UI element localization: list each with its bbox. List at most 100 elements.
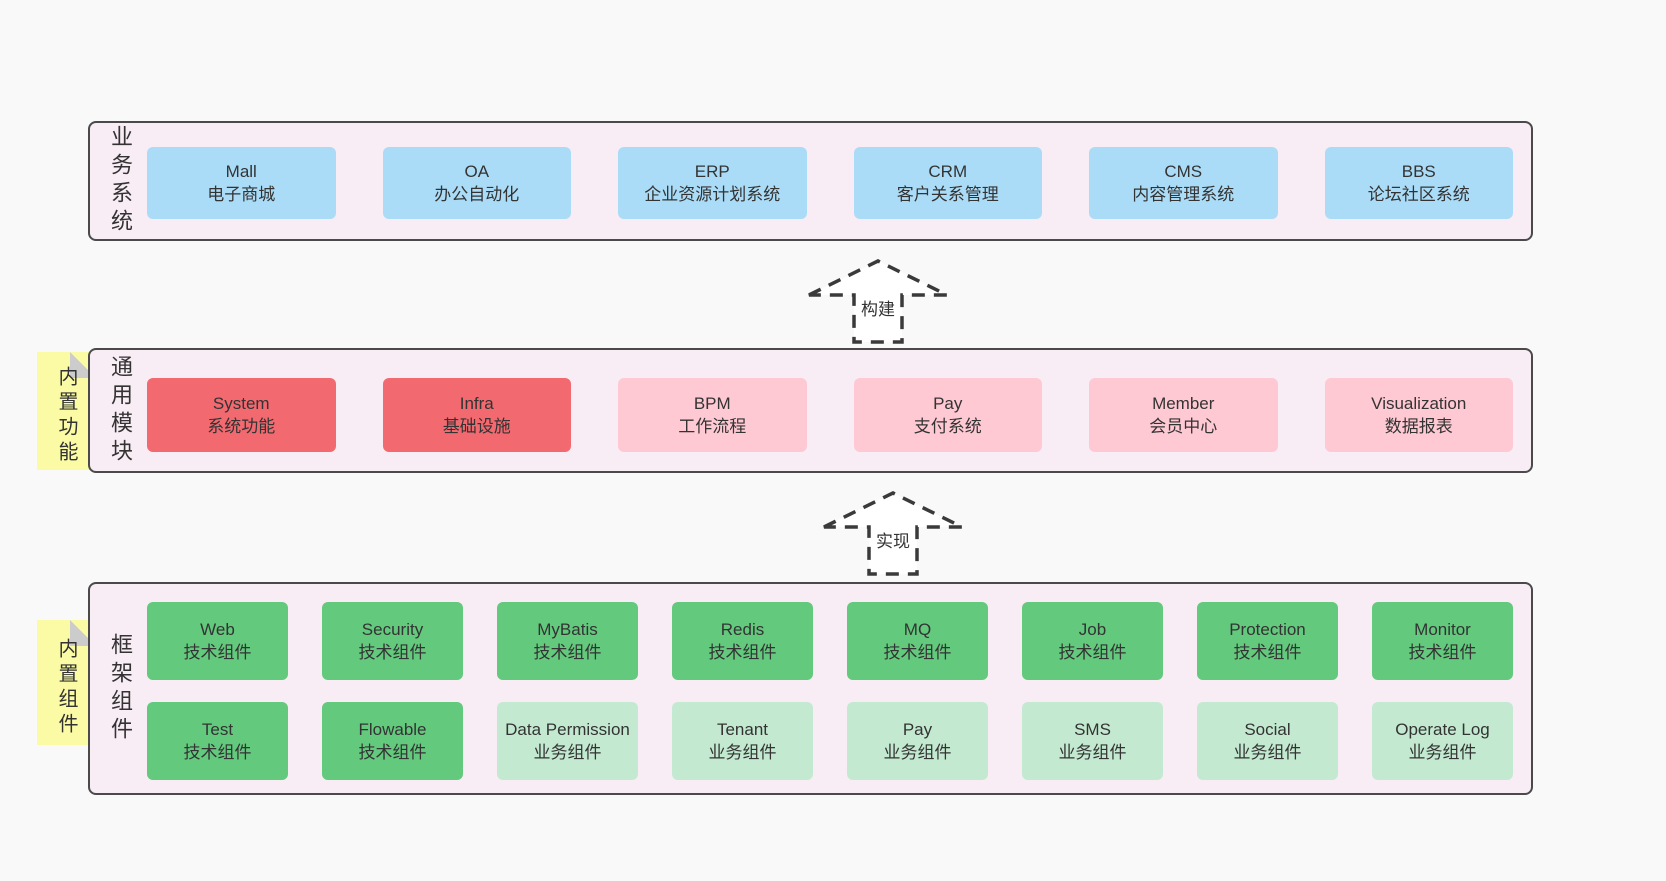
box-job: Job 技术组件 [1022, 602, 1163, 680]
box-subtitle: 技术组件 [708, 643, 777, 662]
box-name: Test [201, 719, 234, 739]
box-flowable: Flowable 技术组件 [322, 702, 463, 780]
box-subtitle: 技术组件 [1408, 643, 1477, 662]
box-subtitle: 业务组件 [1408, 743, 1477, 762]
arrow-build-label: 构建 [858, 295, 898, 320]
box-social: Social 业务组件 [1197, 702, 1338, 780]
box-bbs: BBS 论坛社区系统 [1324, 147, 1513, 219]
note-builtin-features: 内置功能 [37, 352, 96, 470]
box-subtitle: 业务组件 [708, 743, 777, 762]
box-subtitle: 客户关系管理 [896, 185, 999, 204]
layer-components-label: 框架组件 [108, 632, 133, 745]
box-name: Monitor [1414, 619, 1471, 639]
box-subtitle: 数据报表 [1384, 417, 1453, 436]
box-name: Flowable [358, 719, 427, 739]
box-pay-component: Pay 业务组件 [847, 702, 988, 780]
box-name: BBS [1401, 161, 1436, 181]
components-row-1: Web 技术组件 Security 技术组件 MyBatis 技术组件 Redi… [147, 602, 1513, 680]
box-name: CMS [1164, 161, 1203, 181]
box-subtitle: 业务组件 [1058, 743, 1127, 762]
box-mq: MQ 技术组件 [847, 602, 988, 680]
box-test: Test 技术组件 [147, 702, 288, 780]
box-subtitle: 技术组件 [358, 743, 427, 762]
box-name: Infra [459, 393, 494, 413]
box-name: Social [1244, 719, 1291, 739]
box-crm: CRM 客户关系管理 [853, 147, 1042, 219]
box-name: OA [464, 161, 490, 181]
box-mall: Mall 电子商城 [147, 147, 336, 219]
box-subtitle: 技术组件 [1058, 643, 1127, 662]
box-cms: CMS 内容管理系统 [1089, 147, 1278, 219]
box-subtitle: 业务组件 [1233, 743, 1302, 762]
box-name: Protection [1229, 619, 1306, 639]
box-name: MQ [903, 619, 932, 639]
box-subtitle: 电子商城 [207, 185, 276, 204]
box-name: Member [1152, 393, 1215, 413]
box-member: Member 会员中心 [1089, 378, 1278, 452]
box-subtitle: 技术组件 [358, 643, 427, 662]
box-visualization: Visualization 数据报表 [1324, 378, 1513, 452]
box-name: Security [361, 619, 424, 639]
components-row-2: Test 技术组件 Flowable 技术组件 Data Permission … [147, 702, 1513, 780]
modules-boxes-row: System 系统功能 Infra 基础设施 BPM 工作流程 Pay 支付系统… [147, 378, 1513, 452]
box-bpm: BPM 工作流程 [618, 378, 807, 452]
box-subtitle: 技术组件 [183, 743, 252, 762]
box-name: ERP [694, 161, 730, 181]
layer-framework-components: 框架组件 Web 技术组件 Security 技术组件 MyBatis 技术组件… [88, 582, 1533, 795]
box-subtitle: 会员中心 [1149, 417, 1218, 436]
box-name: SMS [1074, 719, 1111, 739]
box-name: Pay [902, 719, 933, 739]
box-name: BPM [693, 393, 731, 413]
box-subtitle: 内容管理系统 [1132, 185, 1235, 204]
box-infra: Infra 基础设施 [382, 378, 571, 452]
box-subtitle: 支付系统 [913, 417, 982, 436]
layer-business-label: 业务系统 [108, 125, 133, 237]
box-subtitle: 工作流程 [678, 417, 747, 436]
box-subtitle: 技术组件 [883, 643, 952, 662]
box-subtitle: 业务组件 [533, 743, 602, 762]
box-sms: SMS 业务组件 [1022, 702, 1163, 780]
box-subtitle: 办公自动化 [434, 185, 520, 204]
box-web: Web 技术组件 [147, 602, 288, 680]
note-builtin-features-label: 内置功能 [55, 365, 77, 466]
box-subtitle: 系统功能 [207, 417, 276, 436]
box-subtitle: 技术组件 [1233, 643, 1302, 662]
box-name: Tenant [716, 719, 769, 739]
box-protection: Protection 技术组件 [1197, 602, 1338, 680]
box-monitor: Monitor 技术组件 [1372, 602, 1513, 680]
arrow-implement-label: 实现 [873, 527, 913, 552]
box-mybatis: MyBatis 技术组件 [497, 602, 638, 680]
note-builtin-components-label: 内置组件 [55, 637, 77, 738]
box-tenant: Tenant 业务组件 [672, 702, 813, 780]
box-name: Redis [720, 619, 765, 639]
box-subtitle: 业务组件 [883, 743, 952, 762]
box-subtitle: 企业资源计划系统 [644, 185, 781, 204]
box-name: Visualization [1371, 393, 1467, 413]
box-erp: ERP 企业资源计划系统 [618, 147, 807, 219]
box-security: Security 技术组件 [322, 602, 463, 680]
box-name: Job [1078, 619, 1107, 639]
box-name: Data Permission [505, 719, 630, 739]
layer-business-systems: 业务系统 Mall 电子商城 OA 办公自动化 ERP 企业资源计划系统 CRM… [88, 121, 1533, 241]
box-name: CRM [928, 161, 968, 181]
box-name: Pay [933, 393, 963, 413]
box-subtitle: 技术组件 [183, 643, 252, 662]
box-subtitle: 论坛社区系统 [1367, 185, 1470, 204]
box-oa: OA 办公自动化 [382, 147, 571, 219]
box-system: System 系统功能 [147, 378, 336, 452]
box-name: Operate Log [1395, 719, 1490, 739]
box-redis: Redis 技术组件 [672, 602, 813, 680]
layer-common-modules: 通用模块 System 系统功能 Infra 基础设施 BPM 工作流程 Pay… [88, 348, 1533, 473]
box-operate-log: Operate Log 业务组件 [1372, 702, 1513, 780]
box-name: MyBatis [537, 619, 598, 639]
box-subtitle: 基础设施 [442, 417, 511, 436]
box-name: Web [200, 619, 235, 639]
box-pay-module: Pay 支付系统 [853, 378, 1042, 452]
layer-modules-label: 通用模块 [108, 354, 133, 467]
arrow-implement: 实现 [822, 490, 964, 577]
arrow-build: 构建 [807, 258, 949, 345]
box-data-permission: Data Permission 业务组件 [497, 702, 638, 780]
business-boxes-row: Mall 电子商城 OA 办公自动化 ERP 企业资源计划系统 CRM 客户关系… [147, 147, 1513, 219]
box-name: Mall [225, 161, 257, 181]
